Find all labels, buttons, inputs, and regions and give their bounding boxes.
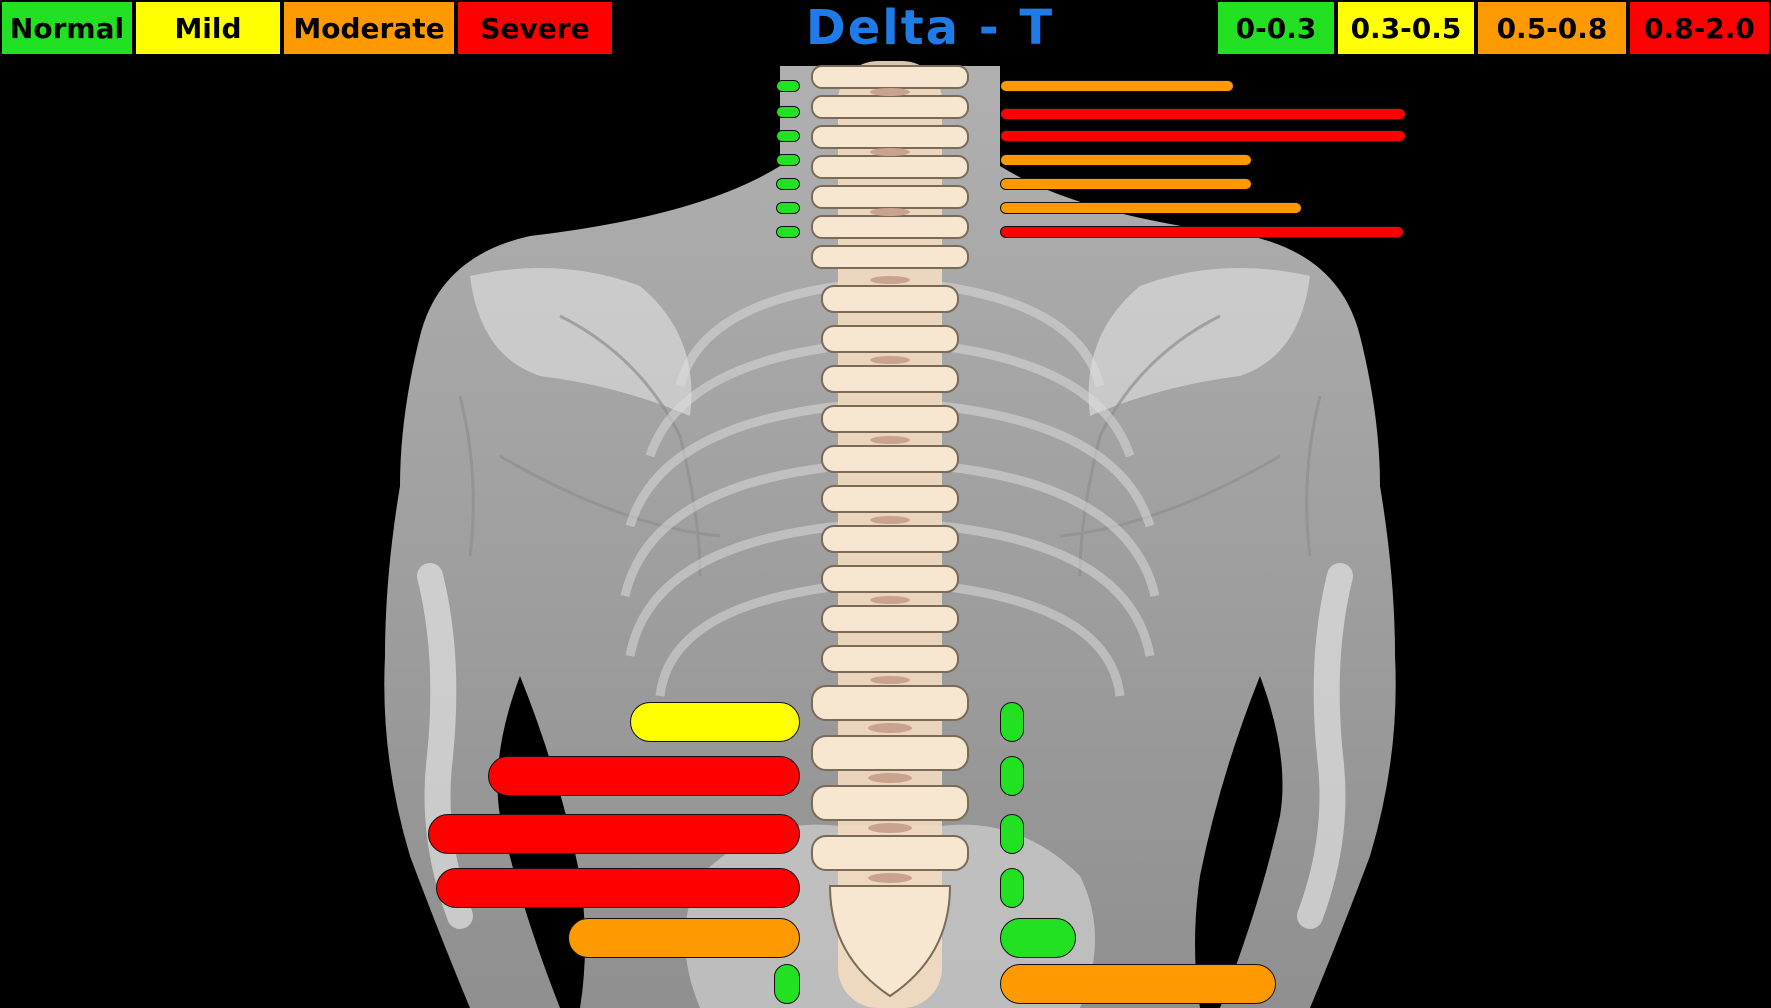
lumbar-left-bar	[568, 918, 800, 958]
right-arm-highlight	[1297, 563, 1353, 929]
range-severe: 0.8-2.0	[1628, 0, 1771, 56]
spine-anatomy-illustration	[384, 61, 1396, 1008]
cervical-right-bar	[1000, 226, 1404, 238]
cervical-left-marker	[776, 130, 800, 142]
cervical-left-marker	[776, 80, 800, 92]
lumbar-right-marker	[1000, 702, 1024, 742]
cervical-left-marker	[776, 226, 800, 238]
lumbar-left-bar	[436, 868, 800, 908]
page-title: Delta - T	[805, 0, 1055, 56]
legend-moderate: Moderate	[282, 0, 456, 56]
cervical-right-bar	[1000, 202, 1302, 214]
range-normal: 0-0.3	[1216, 0, 1336, 56]
muscle-outlines	[458, 314, 1322, 577]
legend-mild: Mild	[134, 0, 282, 56]
lumbar-right-marker	[1000, 868, 1024, 908]
rib-cage	[620, 281, 1160, 697]
legend-normal: Normal	[0, 0, 134, 56]
vertebrae	[811, 65, 969, 998]
lumbar-right-marker	[1000, 814, 1024, 854]
range-mild: 0.3-0.5	[1336, 0, 1476, 56]
lumbar-left-marker	[774, 964, 800, 1004]
cervical-left-marker	[776, 154, 800, 166]
cervical-left-marker	[776, 178, 800, 190]
right-shoulder-highlight	[1088, 268, 1310, 416]
cervical-right-bar	[1000, 154, 1252, 166]
lumbar-left-bar	[630, 702, 800, 742]
lumbar-left-bar	[428, 814, 800, 854]
lumbar-right-marker	[1000, 756, 1024, 796]
range-moderate: 0.5-0.8	[1476, 0, 1628, 56]
cervical-left-marker	[776, 202, 800, 214]
cervical-right-bar	[1000, 130, 1406, 142]
cervical-left-marker	[776, 106, 800, 118]
lumbar-right-bar	[1000, 964, 1276, 1004]
cervical-right-bar	[1000, 178, 1252, 190]
intervertebral-discs	[868, 88, 912, 883]
left-shoulder-highlight	[470, 268, 692, 416]
legend-severe: Severe	[456, 0, 614, 56]
left-arm-highlight	[417, 563, 473, 929]
cervical-right-bar	[1000, 80, 1234, 92]
lumbar-right-marker	[1000, 918, 1076, 958]
lumbar-left-bar	[488, 756, 800, 796]
cervical-right-bar	[1000, 108, 1406, 120]
